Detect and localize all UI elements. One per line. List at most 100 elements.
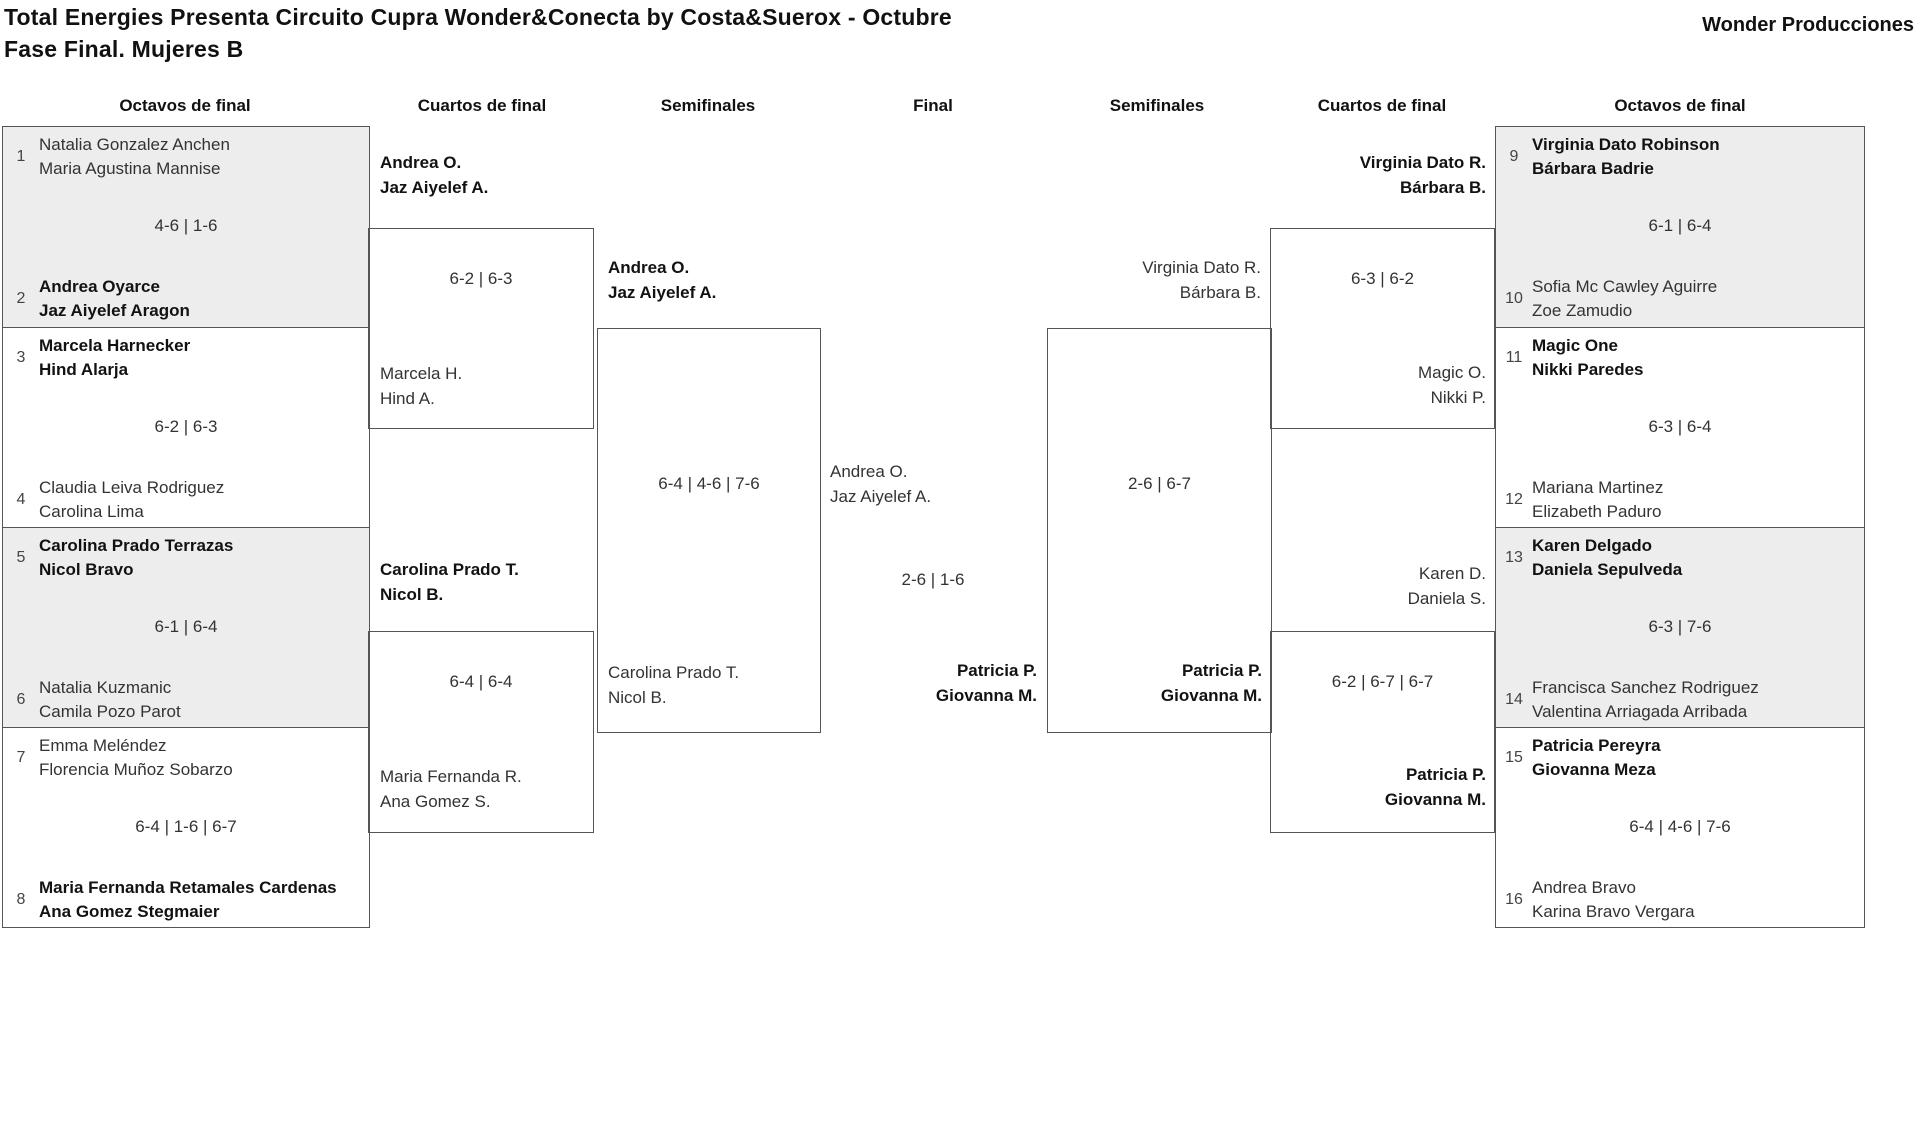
player-name: Carolina Prado Terrazas — [39, 536, 234, 555]
player-name: Camila Pozo Parot — [39, 702, 181, 721]
player-name: Florencia Muñoz Sobarzo — [39, 760, 233, 779]
match-score: 6-2 | 6-7 | 6-7 — [1331, 672, 1434, 691]
match-score: 2-6 | 6-7 — [1127, 474, 1191, 493]
seed-number: 13 — [1505, 549, 1523, 566]
player-name: Daniela Sepulveda — [1532, 560, 1683, 579]
team-names: Sofia Mc Cawley Aguirre Zoe Zamudio — [1532, 275, 1717, 323]
team-short-name: Nicol B. — [608, 688, 667, 707]
match-box-octavos-4: 7 Emma Meléndez Florencia Muñoz Sobarzo … — [3, 727, 369, 927]
team-entry-3: 3 Marcela Harnecker Hind Alarja — [3, 334, 365, 382]
team-entry-2: 2 Andrea Oyarce Jaz Aiyelef Aragon — [3, 275, 365, 323]
team-short-name: Jaz Aiyelef A. — [830, 487, 932, 506]
seed-number: 12 — [1505, 491, 1523, 508]
match-box-octavos-6: 11 Magic One Nikki Paredes 6-3 | 6-4 12 … — [1496, 327, 1864, 527]
team-names: Andrea Oyarce Jaz Aiyelef Aragon — [39, 275, 190, 323]
seed-number: 2 — [16, 290, 26, 307]
team-short-name: Andrea O. — [830, 462, 908, 481]
seed-number: 14 — [1505, 691, 1523, 708]
octavos-left-column: 1 Natalia Gonzalez Anchen Maria Agustina… — [2, 126, 370, 928]
team-short-name: Carolina Prado T. — [608, 663, 740, 682]
player-name: Natalia Gonzalez Anchen — [39, 135, 230, 154]
team-short-name: Magic O. — [1417, 363, 1486, 382]
seed-number: 1 — [16, 148, 26, 165]
seed-number: 11 — [1505, 349, 1523, 366]
advancing-team-label: Virginia Dato R. Bárbara B. — [1041, 255, 1261, 305]
player-name: Sofia Mc Cawley Aguirre — [1532, 277, 1718, 296]
final-match-score: 2-6 | 1-6 — [901, 570, 965, 589]
team-names: Carolina Prado Terrazas Nicol Bravo — [39, 534, 233, 582]
team-short-name: Giovanna M. — [1160, 686, 1262, 705]
team-short-name: Nikki P. — [1430, 388, 1486, 407]
team-short-name: Ana Gomez S. — [380, 792, 491, 811]
match-score: 6-1 | 6-4 — [154, 617, 218, 636]
match-box-cuartos-left-1: 6-2 | 6-3 — [368, 228, 594, 429]
player-name: Francisca Sanchez Rodriguez — [1532, 678, 1759, 697]
team-short-name: Maria Fernanda R. — [380, 767, 522, 786]
seed-number: 4 — [16, 491, 26, 508]
team-names: Maria Fernanda Retamales Cardenas Ana Go… — [39, 876, 337, 924]
team-names: Natalia Gonzalez Anchen Maria Agustina M… — [39, 133, 230, 181]
seed-number: 5 — [16, 549, 26, 566]
match-score: 6-4 | 4-6 | 7-6 — [658, 474, 760, 493]
team-short-name: Marcela H. — [380, 364, 463, 383]
page-subtitle: Fase Final. Mujeres B — [4, 36, 244, 62]
team-short-name: Karen D. — [1418, 564, 1486, 583]
seed-number: 10 — [1505, 290, 1523, 307]
player-name: Claudia Leiva Rodriguez — [39, 478, 225, 497]
team-names: Karen Delgado Daniela Sepulveda — [1532, 534, 1682, 582]
player-name: Jaz Aiyelef Aragon — [39, 301, 190, 320]
brand-label: Wonder Producciones — [1702, 14, 1914, 36]
team-entry-15: 15 Patricia Pereyra Giovanna Meza — [1496, 734, 1860, 782]
page-title: Total Energies Presenta Circuito Cupra W… — [4, 4, 952, 30]
team-entry-5: 5 Carolina Prado Terrazas Nicol Bravo — [3, 534, 365, 582]
team-short-name: Patricia P. — [1181, 661, 1262, 680]
champion-team-label: Patricia P. Giovanna M. — [817, 658, 1037, 708]
team-entry-1: 1 Natalia Gonzalez Anchen Maria Agustina… — [3, 133, 365, 181]
round-header-octavos-left: Octavos de final — [119, 96, 251, 115]
player-name: Andrea Bravo — [1532, 878, 1636, 897]
seed-number: 3 — [16, 349, 26, 366]
team-names: Virginia Dato Robinson Bárbara Badrie — [1532, 133, 1720, 181]
match-box-octavos-2: 3 Marcela Harnecker Hind Alarja 6-2 | 6-… — [3, 327, 369, 527]
team-short-name: Bárbara B. — [1179, 283, 1261, 302]
team-short-name: Bárbara B. — [1400, 178, 1486, 197]
match-score: 6-3 | 6-2 — [1350, 269, 1414, 288]
player-name: Mariana Martinez — [1532, 478, 1664, 497]
team-short-name: Jaz Aiyelef A. — [608, 283, 717, 302]
match-score: 6-2 | 6-3 — [449, 269, 513, 288]
player-name: Patricia Pereyra — [1532, 736, 1661, 755]
finalist-team-label: Andrea O. Jaz Aiyelef A. — [830, 459, 931, 509]
octavos-right-column: 9 Virginia Dato Robinson Bárbara Badrie … — [1495, 126, 1865, 928]
team-short-name: Hind A. — [380, 389, 435, 408]
team-entry-11: 11 Magic One Nikki Paredes — [1496, 334, 1860, 382]
player-name: Karen Delgado — [1532, 536, 1652, 555]
team-names: Marcela Harnecker Hind Alarja — [39, 334, 190, 382]
round-header-semis-right: Semifinales — [1109, 96, 1205, 115]
round-header-cuartos-right: Cuartos de final — [1317, 96, 1447, 115]
advancing-team-label: Carolina Prado T. Nicol B. — [608, 660, 739, 710]
team-entry-9: 9 Virginia Dato Robinson Bárbara Badrie — [1496, 133, 1860, 181]
seed-number: 6 — [16, 691, 26, 708]
player-name: Giovanna Meza — [1532, 760, 1656, 779]
match-box-octavos-7: 13 Karen Delgado Daniela Sepulveda 6-3 |… — [1496, 527, 1864, 727]
advancing-team-label: Virginia Dato R. Bárbara B. — [1266, 150, 1486, 200]
match-score: 6-4 | 4-6 | 7-6 — [1629, 817, 1731, 836]
player-name: Carolina Lima — [39, 502, 144, 521]
seed-number: 8 — [16, 891, 26, 908]
player-name: Hind Alarja — [39, 360, 129, 379]
seed-number: 9 — [1509, 148, 1519, 165]
team-names: Mariana Martinez Elizabeth Paduro — [1532, 476, 1663, 524]
team-short-name: Giovanna M. — [1384, 790, 1486, 809]
team-short-name: Virginia Dato R. — [1359, 153, 1486, 172]
player-name: Ana Gomez Stegmaier — [39, 902, 220, 921]
player-name: Natalia Kuzmanic — [39, 678, 172, 697]
player-name: Nikki Paredes — [1532, 360, 1644, 379]
team-entry-10: 10 Sofia Mc Cawley Aguirre Zoe Zamudio — [1496, 275, 1860, 323]
advancing-team-label: Andrea O. Jaz Aiyelef A. — [380, 150, 488, 200]
team-entry-12: 12 Mariana Martinez Elizabeth Paduro — [1496, 476, 1860, 524]
team-short-name: Andrea O. — [380, 153, 462, 172]
team-short-name: Virginia Dato R. — [1142, 258, 1261, 277]
team-short-name: Patricia P. — [956, 661, 1037, 680]
player-name: Bárbara Badrie — [1532, 159, 1654, 178]
